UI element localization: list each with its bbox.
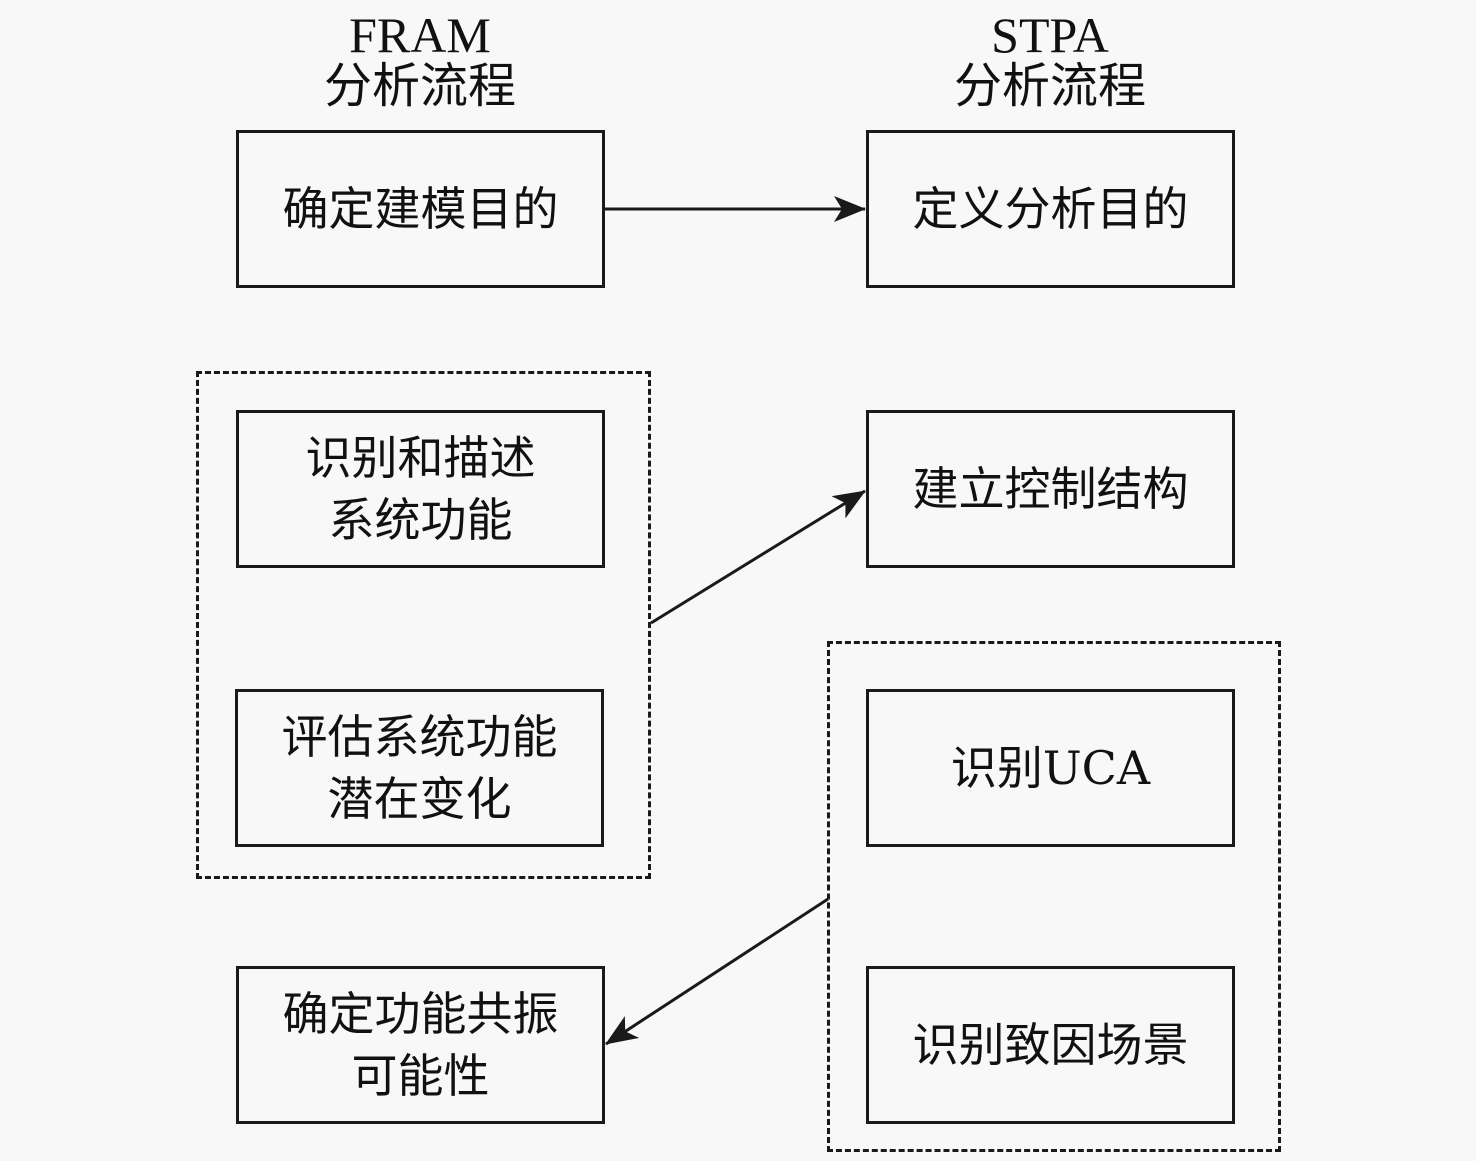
fram-step-assess-variability: 评估系统功能 潜在变化 — [235, 689, 604, 847]
stpa-step-define-purpose: 定义分析目的 — [866, 130, 1235, 288]
fram-column-title: FRAM 分析流程 — [235, 8, 605, 113]
fram-step-define-modeling-purpose: 确定建模目的 — [236, 130, 605, 288]
stpa-column-title: STPA 分析流程 — [865, 8, 1235, 113]
fram-title-zh: 分析流程 — [323, 58, 516, 114]
stpa-title-en: STPA — [991, 7, 1109, 63]
arrow-to-functional-resonance — [605, 897, 829, 1046]
fram-step-functional-resonance: 确定功能共振 可能性 — [236, 966, 605, 1124]
arrow-to-control-structure — [650, 489, 866, 625]
stpa-step-causal-scenarios: 识别致因场景 — [866, 966, 1235, 1124]
fram-step-identify-functions: 识别和描述 系统功能 — [236, 410, 605, 568]
stpa-title-zh: 分析流程 — [953, 58, 1146, 114]
stpa-step-identify-uca: 识别UCA — [866, 689, 1235, 847]
stpa-step-control-structure: 建立控制结构 — [866, 410, 1235, 568]
fram-function-group — [196, 371, 651, 879]
stpa-analysis-group — [827, 641, 1281, 1152]
fram-title-en: FRAM — [349, 7, 491, 63]
